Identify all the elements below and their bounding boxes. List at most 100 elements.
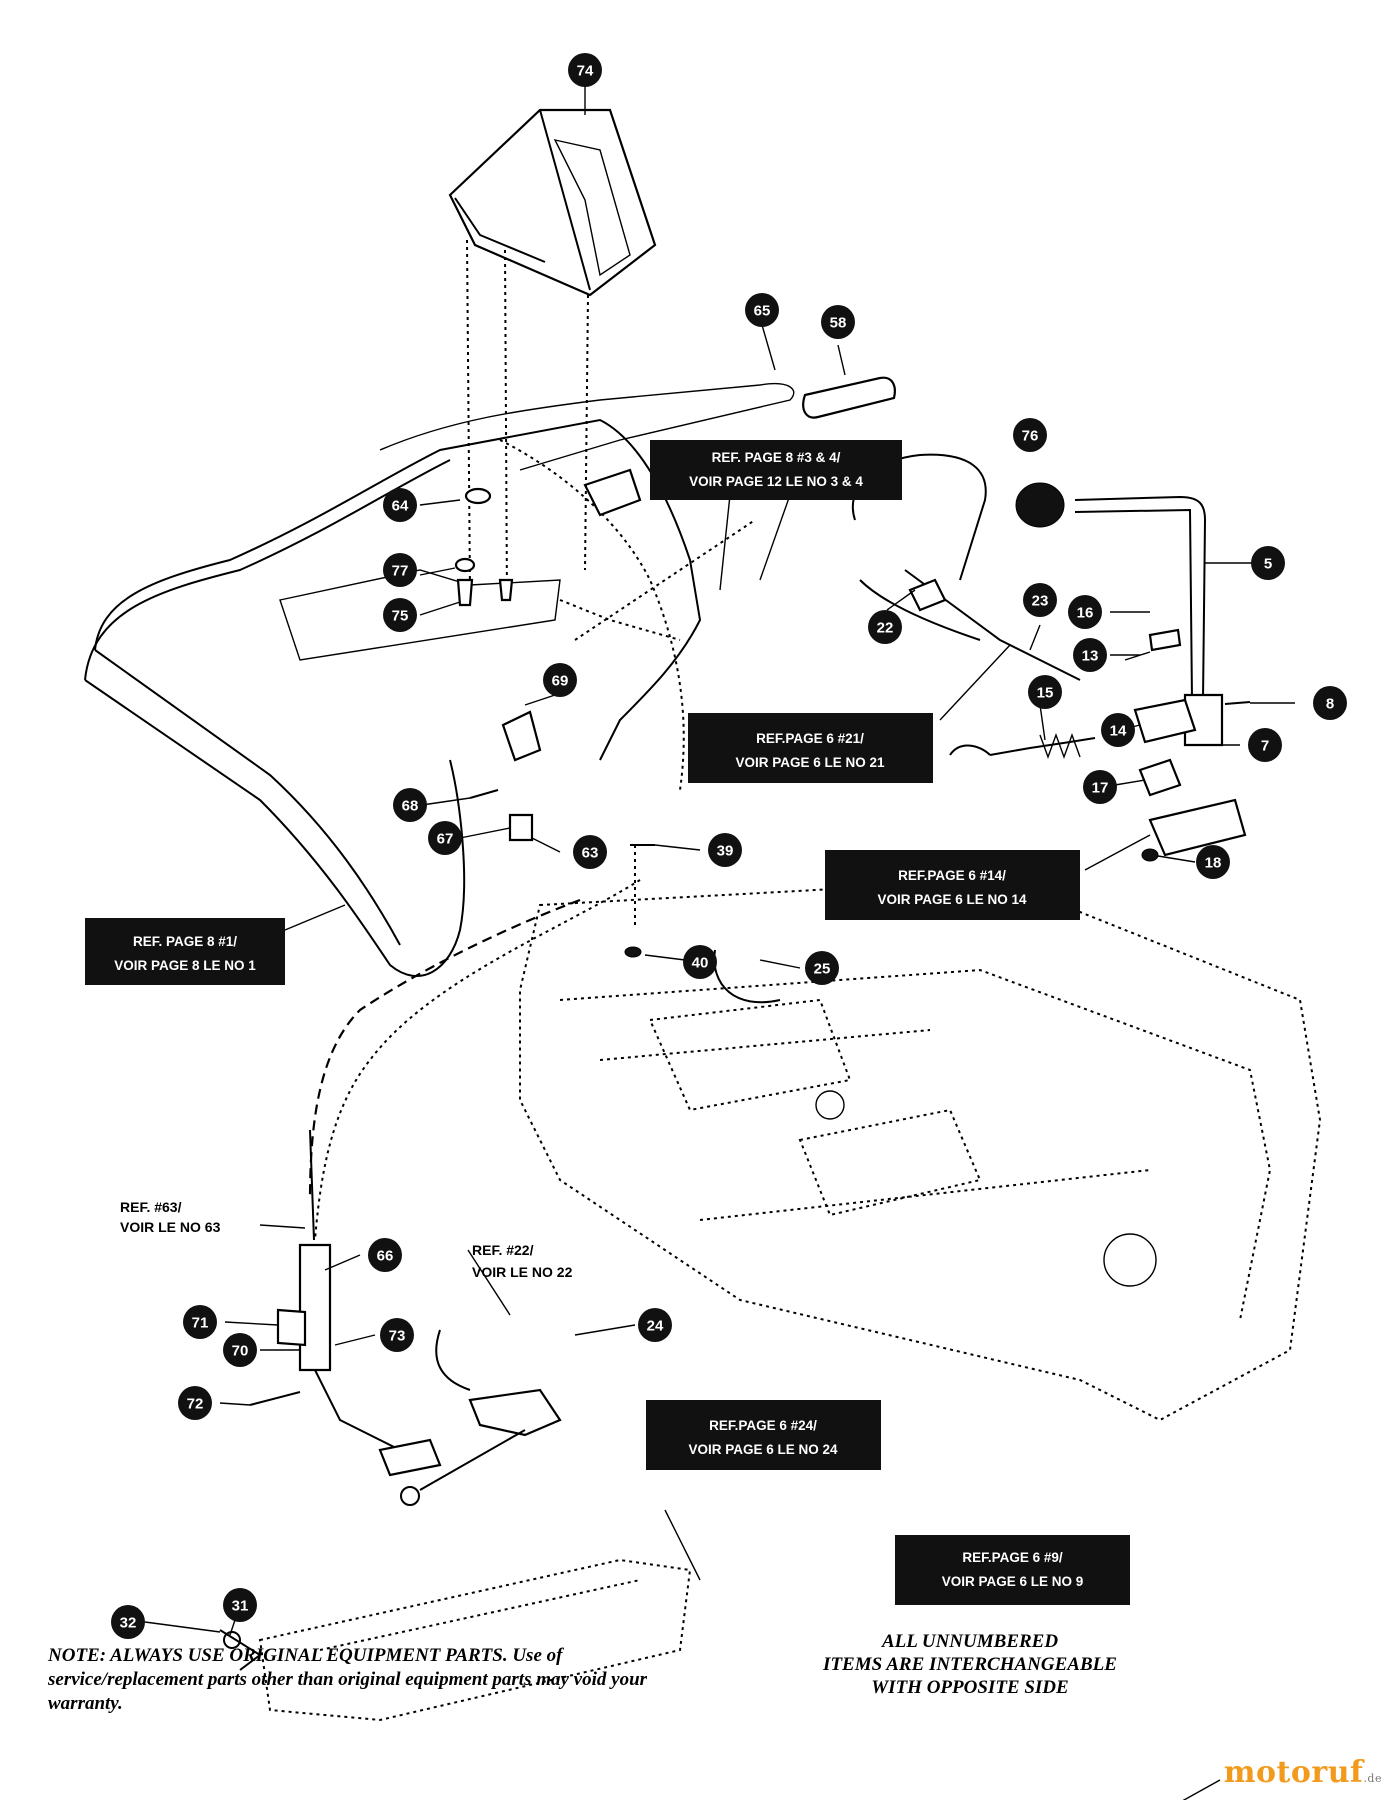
ref-box-page6-24: REF.PAGE 6 #24/ VOIR PAGE 6 LE NO 24 <box>646 1400 881 1470</box>
watermark-brand: motoruf <box>1223 1755 1364 1790</box>
callout-number: 67 <box>437 831 454 848</box>
callout-circle <box>1028 675 1062 709</box>
fender-assembly <box>84 418 702 977</box>
ref-box-line1: REF. PAGE 8 #3 & 4/ <box>712 450 841 465</box>
callout-64: 64 <box>383 488 417 522</box>
callout-circle <box>428 821 462 855</box>
callout-circle <box>383 488 417 522</box>
frame-chassis <box>519 878 1322 1422</box>
callout-number: 22 <box>877 620 894 637</box>
callout-39: 39 <box>708 833 742 867</box>
callout-number: 68 <box>402 798 419 815</box>
callout-75: 75 <box>383 598 417 632</box>
callout-circle <box>543 663 577 697</box>
spring-and-linkage <box>949 698 1247 857</box>
callout-72: 72 <box>178 1386 212 1420</box>
callout-circle <box>383 598 417 632</box>
ref-box-line2: VOIR PAGE 6 LE NO 21 <box>735 755 885 770</box>
callout-circle <box>805 951 839 985</box>
callout-69: 69 <box>543 663 577 697</box>
callout-58: 58 <box>821 305 855 339</box>
callout-circle <box>183 1305 217 1339</box>
callout-22: 22 <box>868 610 902 644</box>
callout-73: 73 <box>380 1318 414 1352</box>
ref-box-line1: REF.PAGE 6 #24/ <box>709 1418 817 1433</box>
callout-68: 68 <box>393 788 427 822</box>
callout-circle <box>1073 638 1107 672</box>
watermark-suffix: .de <box>1363 1772 1382 1785</box>
ref-box-line1: REF.PAGE 6 #9/ <box>962 1550 1063 1565</box>
ref-box-page6-21: REF.PAGE 6 #21/ VOIR PAGE 6 LE NO 21 <box>688 713 933 783</box>
callout-number: 7 <box>1261 738 1269 755</box>
ref-box-line2: VOIR PAGE 8 LE NO 1 <box>114 958 256 973</box>
callout-number: 24 <box>647 1318 664 1335</box>
callout-circle <box>1013 418 1047 452</box>
ref-plain-line2: VOIR LE NO 63 <box>120 1219 221 1235</box>
callout-65: 65 <box>745 293 779 327</box>
callout-number: 75 <box>392 608 409 625</box>
callout-number: 72 <box>187 1396 204 1413</box>
callout-number: 8 <box>1326 696 1334 713</box>
ref-plain-line1: REF. #63/ <box>120 1199 182 1215</box>
callout-circle <box>568 53 602 87</box>
callout-circle <box>1196 845 1230 879</box>
callout-circle <box>1023 583 1057 617</box>
callout-number: 63 <box>582 845 599 862</box>
callout-circle <box>1083 770 1117 804</box>
ref-box-page6-9-html: REF.PAGE 6 #9/ VOIR PAGE 6 LE NO 9 <box>895 1535 1130 1605</box>
callout-circle <box>573 835 607 869</box>
ref-box-page8-1: REF. PAGE 8 #1/ VOIR PAGE 8 LE NO 1 <box>85 918 285 985</box>
dashed-connectors <box>308 519 756 1241</box>
callout-number: 39 <box>717 843 734 860</box>
watermark-logo: motoruf.de <box>1224 1755 1382 1790</box>
callout-number: 14 <box>1110 723 1127 740</box>
mower-deck-link <box>258 1329 692 1722</box>
callout-71: 71 <box>183 1305 217 1339</box>
callout-number: 74 <box>577 63 594 80</box>
callout-circle <box>1251 546 1285 580</box>
callout-number: 64 <box>392 498 409 515</box>
callout-13: 13 <box>1073 638 1107 672</box>
callout-23: 23 <box>1023 583 1057 617</box>
callout-circle <box>638 1308 672 1342</box>
ref-box-line2: VOIR PAGE 12 LE NO 3 & 4 <box>689 474 863 489</box>
ref-box-page8-3-4: REF. PAGE 8 #3 & 4/ VOIR PAGE 12 LE NO 3… <box>650 440 902 500</box>
callout-31: 31 <box>223 1588 257 1622</box>
warranty-note: NOTE: ALWAYS USE ORIGINAL EQUIPMENT PART… <box>48 1645 648 1714</box>
callout-circle <box>393 788 427 822</box>
interchangeable-line-3: WITH OPPOSITE SIDE <box>871 1677 1069 1698</box>
callout-circle <box>1313 686 1347 720</box>
callout-circle <box>111 1605 145 1639</box>
callout-8: 8 <box>1313 686 1347 720</box>
ref-box-line1: REF.PAGE 6 #21/ <box>756 731 864 746</box>
control-cable <box>851 453 1081 681</box>
ref-box-line2: VOIR PAGE 6 LE NO 14 <box>877 892 1027 907</box>
shift-console-cover <box>448 108 657 601</box>
callout-25: 25 <box>805 951 839 985</box>
callout-circle <box>1068 595 1102 629</box>
hand-grip <box>802 376 896 419</box>
callout-63: 63 <box>573 835 607 869</box>
callout-5: 5 <box>1251 546 1285 580</box>
callout-number: 70 <box>232 1343 249 1360</box>
callout-number: 40 <box>692 955 709 972</box>
callout-number: 18 <box>1205 855 1222 872</box>
interchangeable-note: ALL UNNUMBERED ITEMS ARE INTERCHANGEABLE… <box>740 1630 1200 1699</box>
callout-number: 25 <box>814 961 831 978</box>
ref-box-page6-14: REF.PAGE 6 #14/ VOIR PAGE 6 LE NO 14 <box>825 850 1080 920</box>
ref-box-line1: REF. PAGE 8 #1/ <box>133 934 237 949</box>
callout-70: 70 <box>223 1333 257 1367</box>
callout-15: 15 <box>1028 675 1062 709</box>
callout-number: 15 <box>1037 685 1054 702</box>
ref-plain-line2: VOIR LE NO 22 <box>472 1264 573 1280</box>
callout-17: 17 <box>1083 770 1117 804</box>
callout-number: 23 <box>1032 593 1049 610</box>
ref-plain-63: REF. #63/ VOIR LE NO 63 <box>120 1199 221 1235</box>
callout-circle <box>821 305 855 339</box>
callout-circle <box>223 1333 257 1367</box>
interchangeable-line-2: ITEMS ARE INTERCHANGEABLE <box>823 1654 1117 1675</box>
callout-18: 18 <box>1196 845 1230 879</box>
callout-circle <box>683 945 717 979</box>
ref-box-line2: VOIR PAGE 6 LE NO 9 <box>941 1574 1084 1589</box>
